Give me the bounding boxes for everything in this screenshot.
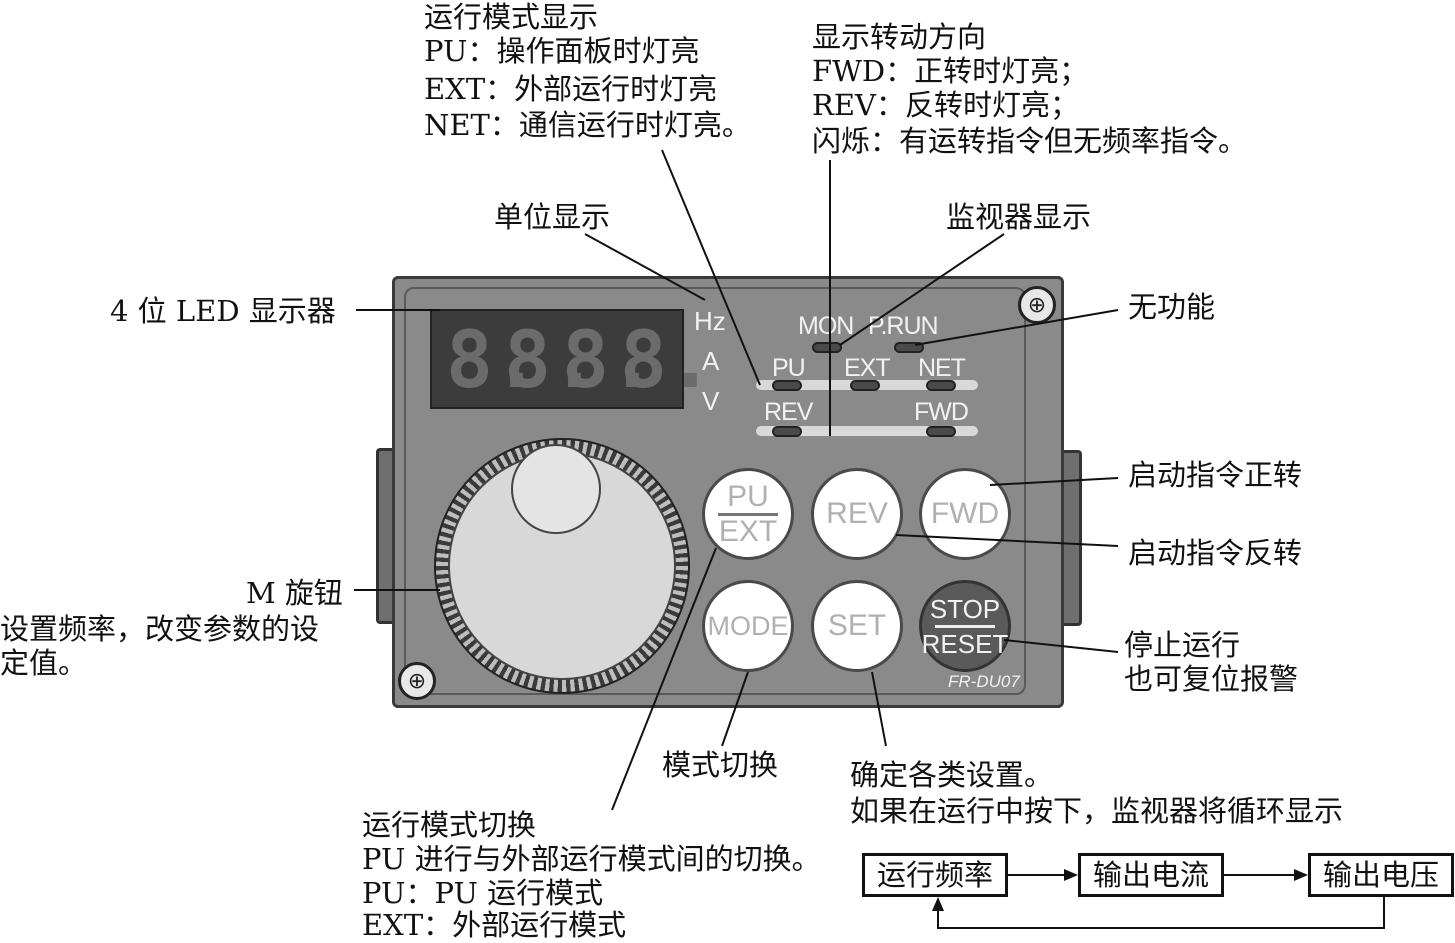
run-mode-display-pu: PU：操作面板时灯亮 xyxy=(424,34,700,68)
indicator-net-lamp xyxy=(926,380,956,391)
rotation-display-blink: 闪烁：有运转指令但无频率指令。 xyxy=(812,124,1248,158)
led-digit-4: 8. xyxy=(620,316,714,406)
indicator-ext-lamp xyxy=(850,380,880,391)
leader-mode-switch xyxy=(721,671,749,747)
unit-v: V xyxy=(702,386,720,416)
leader-run-mode-switch xyxy=(611,547,717,811)
leader-unit-display xyxy=(584,233,706,301)
start-reverse-label: 启动指令反转 xyxy=(1128,536,1303,570)
leader-run-mode-display xyxy=(661,149,761,386)
m-knob-desc-2: 定值。 xyxy=(0,646,88,680)
leader-stop-run xyxy=(1003,639,1119,653)
run-mode-display-net: NET：通信运行时灯亮。 xyxy=(424,108,751,142)
indicator-pu-lamp xyxy=(772,380,802,391)
unit-a: A xyxy=(702,346,720,376)
led-digit-3: 8. xyxy=(562,316,656,406)
mode-button-label: MODE xyxy=(707,611,789,641)
stop-reset-button-bottom: RESET xyxy=(921,628,1009,659)
indicator-fwd-lamp xyxy=(926,426,956,437)
stop-reset-button-top: STOP xyxy=(929,593,1001,624)
rotation-display-fwd: FWD：正转时灯亮； xyxy=(812,54,1089,88)
stop-run-label-1: 停止运行 xyxy=(1124,628,1241,662)
rev-button-label: REV xyxy=(826,497,888,530)
rotation-display-rev: REV：反转时灯亮； xyxy=(812,88,1079,122)
indicator-rev-lamp xyxy=(772,426,802,437)
indicator-pu-label: PU xyxy=(772,354,806,382)
rotation-display-title: 显示转动方向 xyxy=(812,20,987,54)
unit-display-label: 单位显示 xyxy=(494,200,611,234)
direction-indicator-rail xyxy=(756,426,978,436)
indicator-prun-lamp xyxy=(894,342,924,353)
flow-return-line xyxy=(937,897,1385,929)
flow-arrowhead-1 xyxy=(1064,869,1078,881)
indicator-mon-lamp xyxy=(812,342,842,353)
stop-run-label-2: 也可复位报警 xyxy=(1124,662,1299,696)
leader-no-function xyxy=(914,309,1119,346)
panel-model-label: FR-DU07 xyxy=(948,672,1020,691)
flow-box-output-voltage: 输出电压 xyxy=(1308,853,1454,897)
mode-button[interactable]: MODE xyxy=(702,580,794,672)
set-button-label: SET xyxy=(827,609,887,642)
leader-start-forward xyxy=(989,477,1119,486)
set-button[interactable]: SET xyxy=(811,580,903,672)
flow-box-output-current: 输出电流 xyxy=(1078,853,1224,897)
indicator-fwd-label: FWD xyxy=(914,398,969,426)
run-mode-switch-title: 运行模式切换 xyxy=(362,808,537,842)
stop-reset-button[interactable]: STOP RESET xyxy=(919,580,1011,672)
leader-confirm-settings xyxy=(871,671,887,747)
indicator-ext-label: EXT xyxy=(844,354,891,382)
mode-switch-label: 模式切换 xyxy=(662,748,779,782)
indicator-prun-label: P.RUN xyxy=(868,312,939,340)
indicator-rev-label: REV xyxy=(764,398,813,426)
m-knob-desc-1: 设置频率，改变参数的设 xyxy=(0,612,320,646)
screw-bottom-left-icon: ⊕ xyxy=(398,662,436,700)
m-dial-grip[interactable] xyxy=(511,444,601,534)
run-mode-display-title: 运行模式显示 xyxy=(424,0,599,34)
run-mode-display-ext: EXT：外部运行时灯亮 xyxy=(424,72,718,106)
indicator-mon-label: MON xyxy=(798,312,854,340)
m-knob-title: M 旋钮 xyxy=(246,576,343,610)
screw-top-right-icon: ⊕ xyxy=(1018,286,1056,324)
pu-ext-button-top: PU xyxy=(727,479,769,513)
flow-box-run-frequency: 运行频率 xyxy=(862,853,1008,897)
led-display-label: 4 位 LED 显示器 xyxy=(110,294,336,328)
led-digit-1: 8. xyxy=(446,316,540,406)
operation-panel-inner-border xyxy=(404,287,1026,695)
start-forward-label: 启动指令正转 xyxy=(1128,458,1303,492)
confirm-settings-label-1: 确定各类设置。 xyxy=(850,758,1054,792)
fwd-button-label: FWD xyxy=(930,497,1000,530)
flow-return-arrowhead xyxy=(932,897,944,911)
monitor-display-label: 监视器显示 xyxy=(946,200,1092,234)
pu-ext-button[interactable]: PU EXT xyxy=(702,468,794,560)
flow-arrowhead-2 xyxy=(1294,869,1308,881)
leader-start-reverse xyxy=(895,534,1119,547)
unit-hz: Hz xyxy=(694,306,726,336)
run-mode-switch-pu: PU：PU 运行模式 xyxy=(362,876,604,910)
run-mode-switch-desc: PU 进行与外部运行模式间的切换。 xyxy=(362,842,821,876)
fwd-button[interactable]: FWD xyxy=(919,468,1011,560)
run-mode-switch-ext: EXT：外部运行模式 xyxy=(362,908,627,942)
confirm-settings-label-2: 如果在运行中按下，监视器将循环显示 xyxy=(850,794,1344,828)
no-function-label: 无功能 xyxy=(1128,290,1216,324)
led-digit-2: 8. xyxy=(504,316,598,406)
indicator-net-label: NET xyxy=(918,354,966,382)
led-display: 8. 8. 8. 8. xyxy=(430,309,714,409)
rev-button[interactable]: REV xyxy=(811,468,903,560)
leader-monitor-display xyxy=(839,233,1005,346)
pu-ext-button-bottom: EXT xyxy=(718,514,778,548)
